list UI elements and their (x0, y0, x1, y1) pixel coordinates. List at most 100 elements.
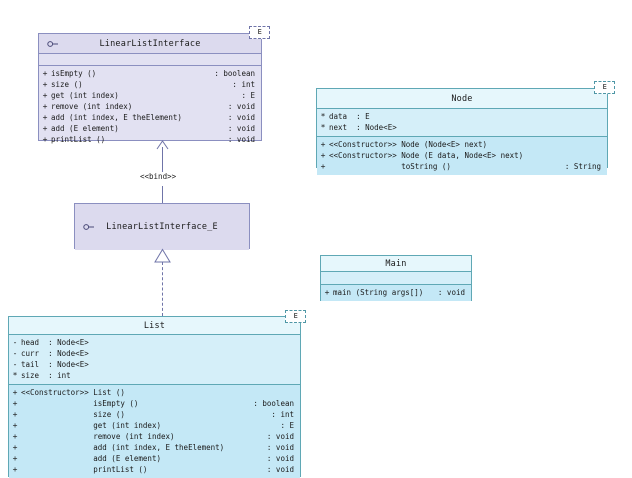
operation-row: + printList () : void (9, 464, 300, 475)
class-name: List (143, 320, 166, 331)
operation-stereotype (21, 442, 93, 453)
operation-return-type: : void (266, 443, 294, 452)
attribute-row: * next : Node<E> (317, 122, 607, 133)
class-box-node[interactable]: Node * data : E * next : Node<E> + <<Con… (316, 88, 608, 175)
operation-return-type: : void (227, 102, 255, 111)
operation-return-type: : void (266, 465, 294, 474)
operation-signature: add (int index, E theElement) (93, 443, 225, 452)
operation-row: + size () : int (9, 409, 300, 420)
operation-stereotype (21, 398, 93, 409)
operation-signature: isEmpty () (51, 69, 97, 78)
class-title-bar: LinearListInterface_E (75, 204, 249, 250)
class-box-main[interactable]: Main + main (String args[]) : void (320, 255, 472, 301)
visibility-marker: + (320, 140, 326, 149)
visibility-marker: + (12, 432, 18, 441)
attributes-compartment: - head : Node<E> - curr : Node<E> - tail… (9, 335, 300, 385)
attribute-signature: tail : Node<E> (21, 360, 89, 369)
template-parameter-badge: E (249, 26, 270, 39)
visibility-marker: + (12, 410, 18, 419)
interface-lollipop-icon (83, 224, 95, 231)
operation-stereotype (329, 161, 401, 172)
visibility-marker: + (324, 288, 330, 297)
operation-signature: toString () (401, 162, 451, 171)
operation-row: + toString () : String (317, 161, 607, 172)
operation-stereotype (21, 431, 93, 442)
class-box-linear-list-interface[interactable]: LinearListInterface + isEmpty () : boole… (38, 33, 262, 144)
class-title-bar: Main (321, 256, 471, 272)
interface-lollipop-icon (47, 40, 59, 47)
class-box-list[interactable]: List - head : Node<E> - curr : Node<E> -… (8, 316, 301, 478)
operation-signature: size () (93, 410, 125, 419)
attribute-signature: curr : Node<E> (21, 349, 89, 358)
attribute-signature: head : Node<E> (21, 338, 89, 347)
realization-hollow-triangle (154, 248, 171, 263)
visibility-marker: * (320, 123, 326, 132)
template-parameter-badge: E (285, 310, 306, 323)
operation-return-type: : E (241, 91, 255, 100)
operation-stereotype (21, 409, 93, 420)
attribute-row: - tail : Node<E> (9, 359, 300, 370)
operation-return-type: : void (227, 135, 255, 144)
operation-stereotype: <<Constructor>> (21, 388, 94, 397)
operation-row: + isEmpty () : boolean (39, 68, 261, 79)
attribute-signature: data : E (329, 112, 370, 121)
operation-return-type: : boolean (253, 399, 294, 408)
operation-signature: add (E element) (51, 124, 119, 133)
attribute-signature: size : int (21, 371, 71, 380)
class-name: LinearListInterface (99, 38, 201, 49)
realization-connector-line (162, 262, 163, 316)
visibility-marker: * (320, 112, 326, 121)
operation-row: + main (String args[]) : void (321, 287, 471, 298)
operation-return-type: : E (280, 421, 294, 430)
operations-compartment: + isEmpty () : boolean + size () : int +… (39, 66, 261, 148)
operation-row: + add (E element) : void (39, 123, 261, 134)
operation-row: + isEmpty () : boolean (9, 398, 300, 409)
operation-signature: size () (51, 80, 83, 89)
visibility-marker: + (42, 80, 48, 89)
operation-return-type: : boolean (214, 69, 255, 78)
operation-row: + <<Constructor>> Node (Node<E> next) (317, 139, 607, 150)
class-name: Main (385, 258, 407, 269)
operations-compartment: + main (String args[]) : void (321, 285, 471, 301)
operation-signature: printList () (51, 135, 106, 144)
operation-signature: Node (E data, Node<E> next) (401, 151, 524, 160)
operation-return-type: : String (564, 162, 601, 171)
operation-return-type: : void (266, 454, 294, 463)
operation-signature: main (String args[]) (333, 288, 424, 297)
visibility-marker: + (12, 421, 18, 430)
attribute-row: * data : E (317, 111, 607, 122)
visibility-marker: + (12, 465, 18, 474)
template-parameter-badge: E (594, 81, 615, 94)
visibility-marker: * (12, 371, 18, 380)
operation-signature: get (int index) (51, 91, 119, 100)
attributes-compartment (321, 272, 471, 285)
visibility-marker: - (12, 360, 18, 369)
operation-row: + <<Constructor>> List () (9, 387, 300, 398)
class-name: Node (451, 93, 473, 104)
visibility-marker: + (42, 102, 48, 111)
operation-signature: add (int index, E theElement) (51, 113, 182, 122)
class-title-bar: List (9, 317, 300, 335)
bind-connector-line-upper (162, 147, 163, 175)
operation-stereotype (21, 453, 93, 464)
operation-row: + printList () : void (39, 134, 261, 145)
attributes-compartment (39, 54, 261, 66)
operation-return-type: : void (227, 124, 255, 133)
operation-row: + add (int index, E theElement) : void (39, 112, 261, 123)
operation-stereotype: <<Constructor>> (329, 151, 402, 160)
operation-stereotype (21, 420, 93, 431)
operation-signature: add (E element) (93, 454, 161, 463)
visibility-marker: + (42, 135, 48, 144)
operation-return-type: : int (232, 80, 255, 89)
class-title-bar: Node (317, 89, 607, 109)
bind-stereotype-label: <<bind>> (138, 172, 179, 181)
bind-connector-line-lower (162, 186, 163, 203)
visibility-marker: + (12, 443, 18, 452)
operation-row: + remove (int index) : void (39, 101, 261, 112)
visibility-marker: + (12, 388, 18, 397)
visibility-marker: + (320, 151, 326, 160)
operation-return-type: : int (271, 410, 294, 419)
operation-return-type: : void (266, 432, 294, 441)
class-box-linear-list-interface-e[interactable]: LinearListInterface_E (74, 203, 250, 250)
